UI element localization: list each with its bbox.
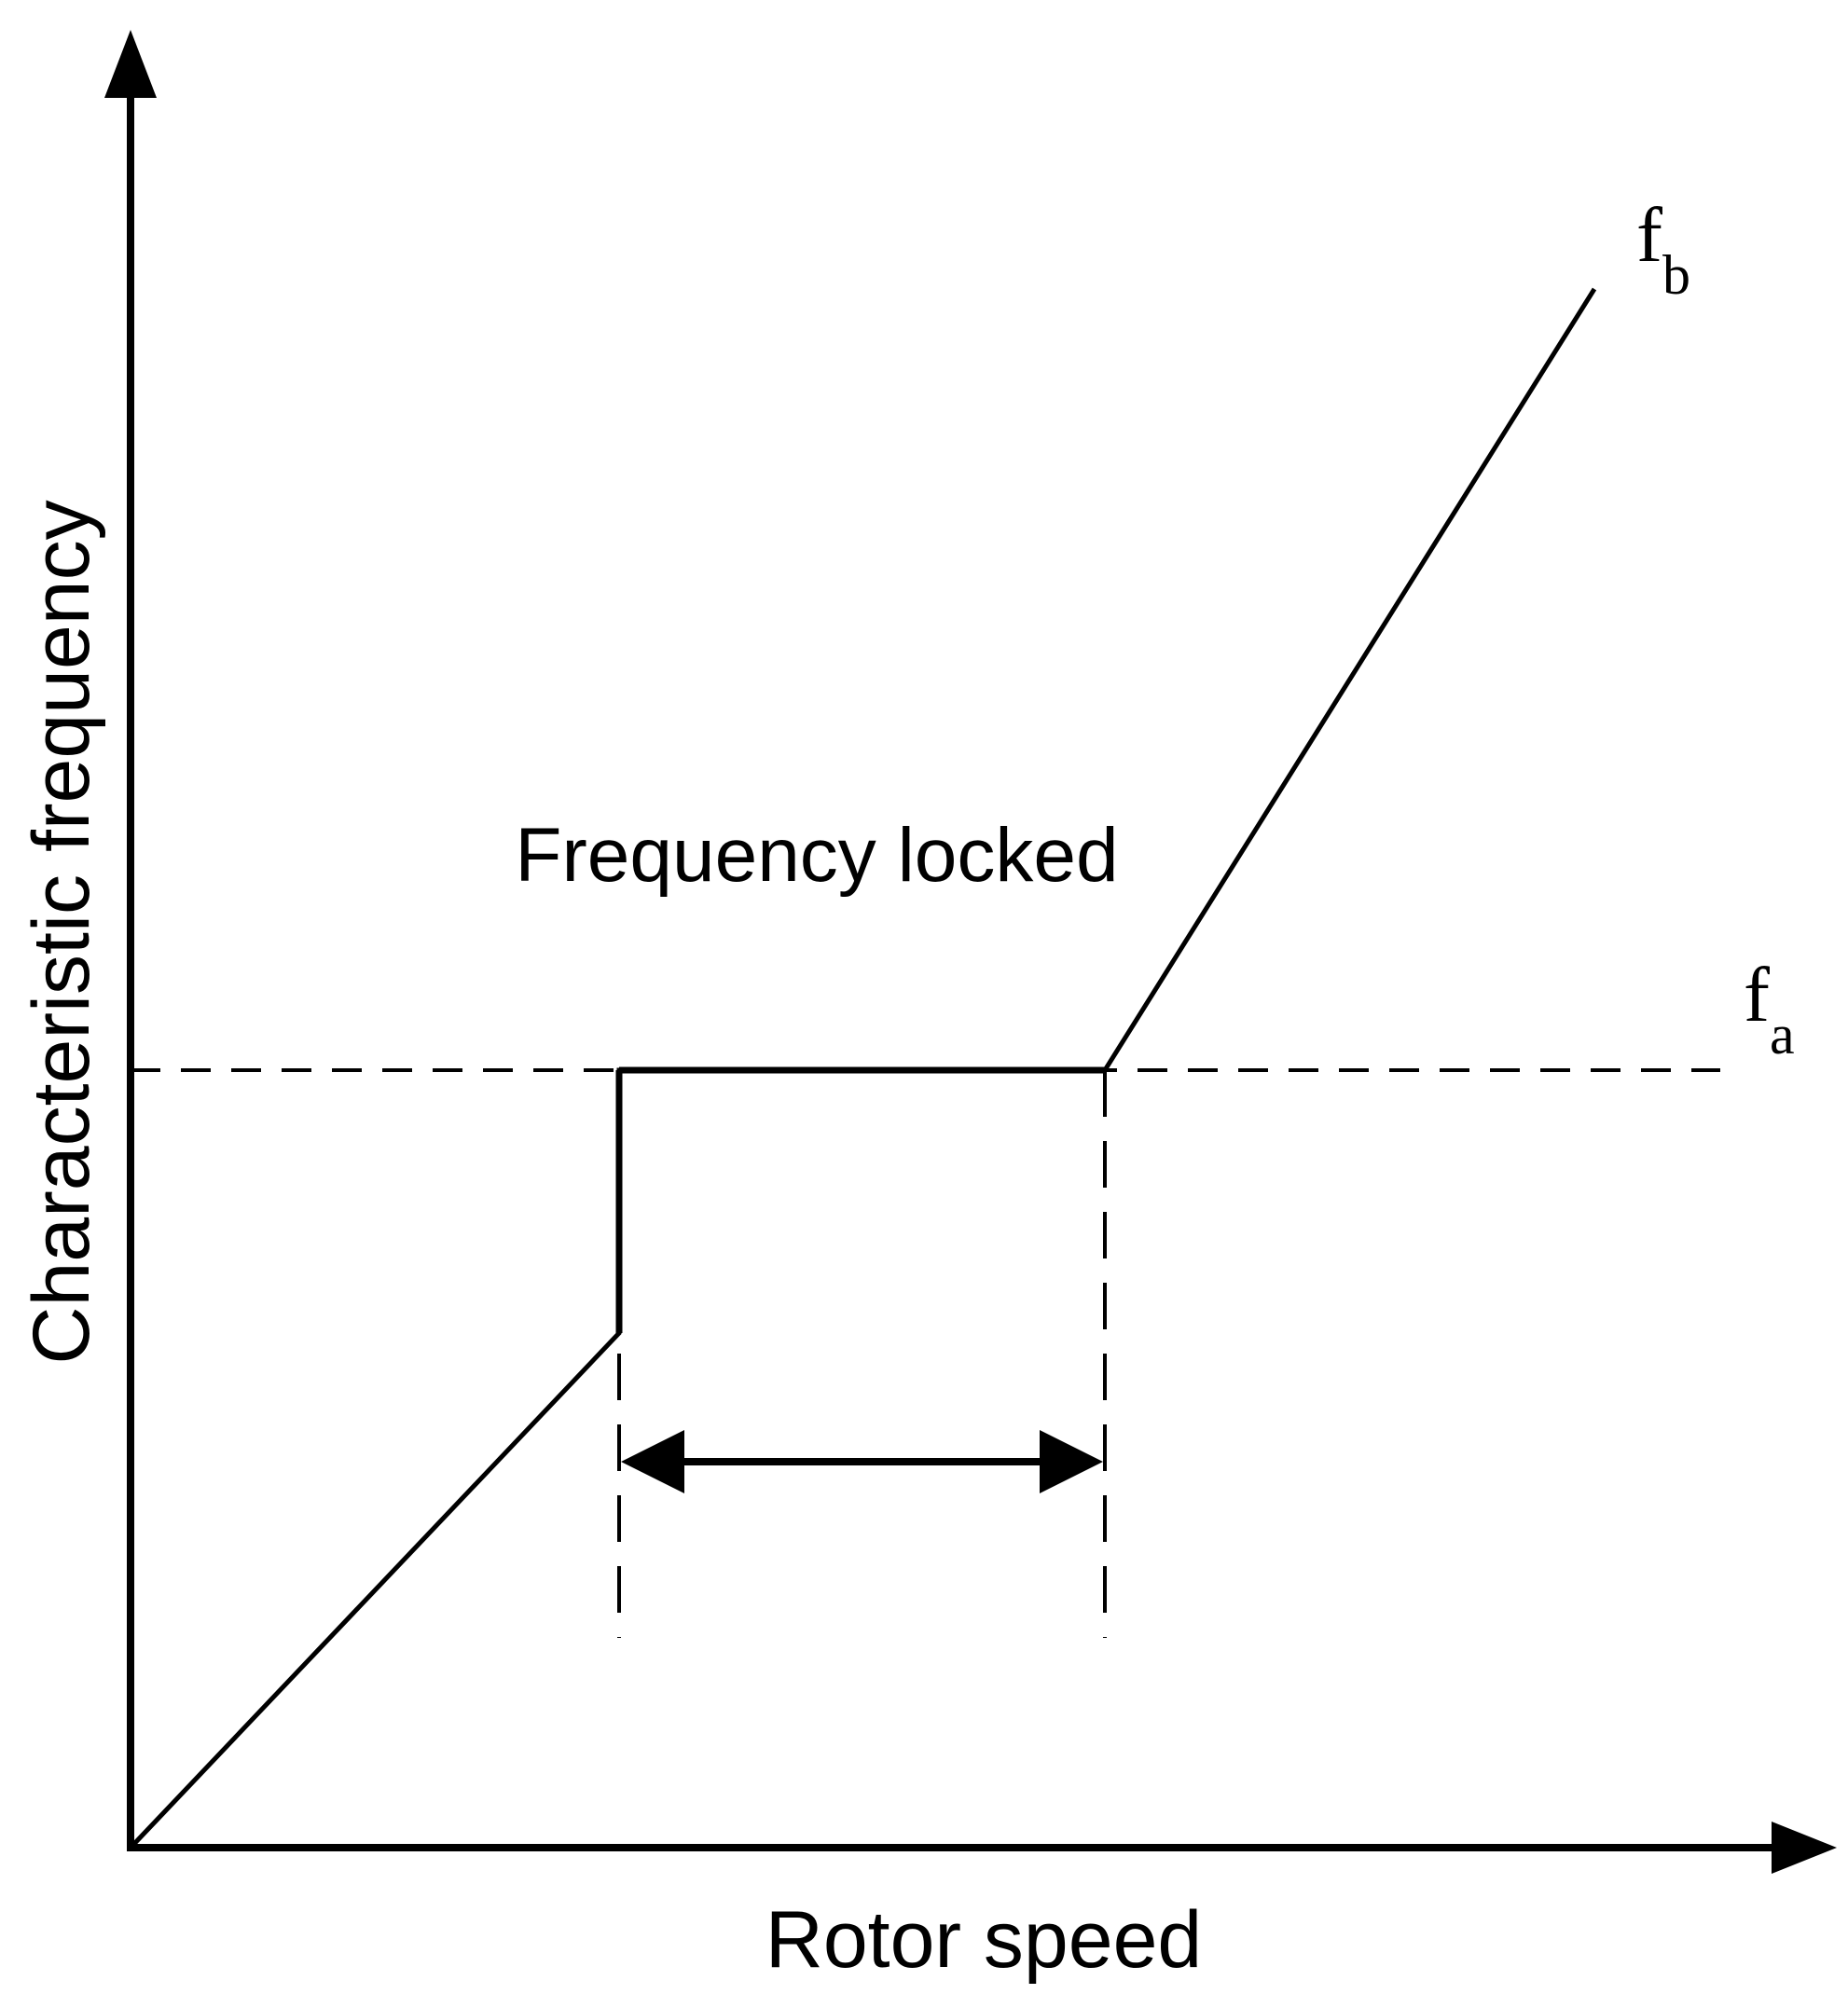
y-axis-label: Characteristic frequency xyxy=(17,500,106,1364)
x-axis-arrowhead xyxy=(1772,1822,1837,1874)
fb-label: fb xyxy=(1636,192,1690,306)
y-axis-arrowhead xyxy=(104,30,157,98)
fa-label: fa xyxy=(1744,952,1795,1066)
region-label: Frequency locked xyxy=(515,813,1118,898)
x-axis-label: Rotor speed xyxy=(765,1895,1203,1985)
locked-range-arrowhead-left xyxy=(621,1430,684,1493)
locked-range-arrowhead-right xyxy=(1040,1430,1103,1493)
